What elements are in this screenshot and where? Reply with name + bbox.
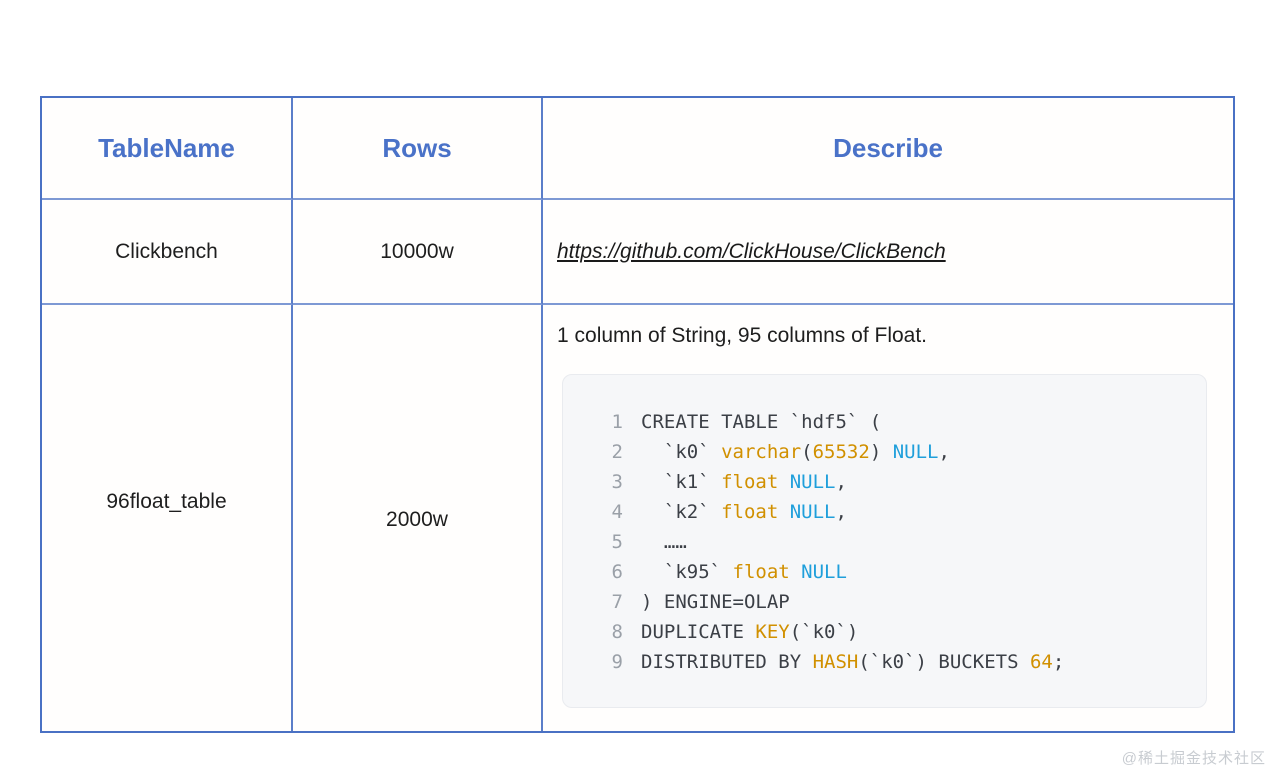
row-count-value: 2000w	[386, 508, 448, 531]
code-text: ……	[641, 531, 687, 553]
code-line: 2 `k0` varchar(65532) NULL,	[599, 437, 1188, 467]
code-text: `k2` float NULL,	[641, 501, 847, 523]
line-number: 2	[611, 441, 623, 463]
code-text: DUPLICATE KEY(`k0`)	[641, 621, 859, 643]
code-line: 8 DUPLICATE KEY(`k0`)	[599, 617, 1188, 647]
table-row-clickbench-describe: https://github.com/ClickHouse/ClickBench	[543, 200, 1233, 305]
line-number: 8	[611, 621, 623, 643]
table-row-96float-name: 96float_table	[42, 305, 293, 731]
code-line: 3 `k1` float NULL,	[599, 467, 1188, 497]
line-number: 4	[611, 501, 623, 523]
line-number: 9	[611, 651, 623, 673]
table-row-clickbench-rows: 10000w	[293, 200, 543, 305]
line-number: 7	[611, 591, 623, 613]
column-header-label: Describe	[833, 132, 943, 163]
table-row-96float-describe: 1 column of String, 95 columns of Float.…	[543, 305, 1233, 731]
code-text: ) ENGINE=OLAP	[641, 591, 790, 613]
code-line: 5 ……	[599, 527, 1188, 557]
code-text: `k0` varchar(65532) NULL,	[641, 441, 950, 463]
juejin-watermark: @稀土掘金技术社区	[1121, 750, 1266, 767]
line-number: 6	[611, 561, 623, 583]
table-name-value: Clickbench	[115, 239, 218, 263]
table-row-clickbench-name: Clickbench	[42, 200, 293, 305]
clickbench-repo-link[interactable]: https://github.com/ClickHouse/ClickBench	[557, 239, 946, 263]
code-line: 4 `k2` float NULL,	[599, 497, 1188, 527]
benchmark-table: TableName Rows Describe Clickbench 10000…	[40, 96, 1235, 733]
code-text: `k95` float NULL	[641, 561, 847, 583]
code-line: 7 ) ENGINE=OLAP	[599, 587, 1188, 617]
describe-text: 1 column of String, 95 columns of Float.	[557, 324, 928, 347]
column-header-tablename: TableName	[42, 98, 293, 200]
column-header-label: Rows	[382, 132, 452, 163]
line-number: 5	[611, 531, 623, 553]
code-block-lines: 1 CREATE TABLE `hdf5` ( 2 `k0` varchar(655…	[599, 407, 1188, 677]
column-header-label: TableName	[98, 132, 235, 163]
sql-code-block: 1 CREATE TABLE `hdf5` ( 2 `k0` varchar(655…	[562, 374, 1207, 708]
code-text: DISTRIBUTED BY HASH(`k0`) BUCKETS 64;	[641, 651, 1065, 673]
code-line: 9 DISTRIBUTED BY HASH(`k0`) BUCKETS 64;	[599, 647, 1188, 677]
code-line: 1 CREATE TABLE `hdf5` (	[599, 407, 1188, 437]
line-number: 1	[611, 411, 623, 433]
table-row-96float-rows: 2000w	[293, 305, 543, 731]
row-count-value: 10000w	[380, 239, 454, 263]
table-name-value: 96float_table	[106, 490, 227, 513]
code-line: 6 `k95` float NULL	[599, 557, 1188, 587]
column-header-rows: Rows	[293, 98, 543, 200]
column-header-describe: Describe	[543, 98, 1233, 200]
line-number: 3	[611, 471, 623, 493]
code-text: `k1` float NULL,	[641, 471, 847, 493]
code-text: CREATE TABLE `hdf5` (	[641, 411, 882, 433]
